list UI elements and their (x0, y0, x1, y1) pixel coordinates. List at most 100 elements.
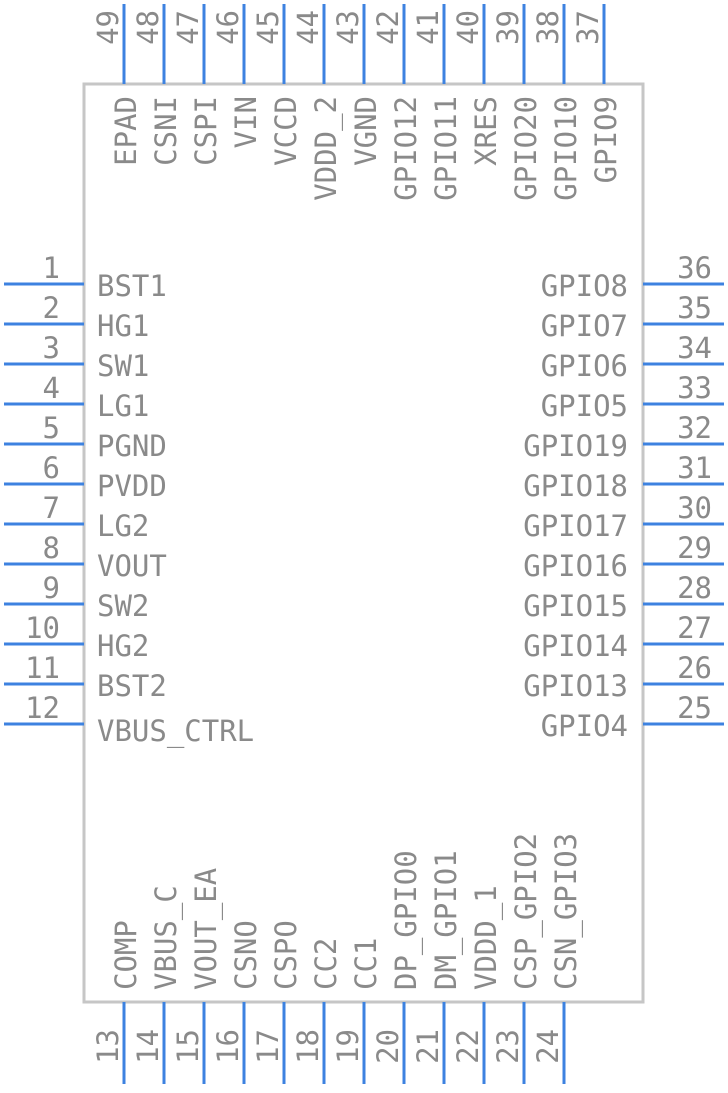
pin-label-top: CSPI (189, 96, 223, 166)
right-pin-group: 36GPIO835GPIO734GPIO633GPIO532GPIO1931GP… (523, 251, 724, 743)
pin-label-top: VIN (229, 96, 263, 148)
pin-number-top: 41 (411, 10, 445, 45)
pin-number-bottom: 16 (211, 1029, 245, 1064)
pin-label-right: GPIO7 (541, 309, 628, 343)
pin-number-left: 12 (25, 691, 60, 725)
pin-label-left: VBUS_CTRL (97, 714, 254, 749)
pin-label-top: GPIO11 (429, 96, 463, 201)
pin-number-right: 30 (677, 491, 712, 525)
pin-number-top: 42 (371, 10, 405, 45)
pin-label-bottom: COMP (109, 920, 143, 990)
pin-label-top: XRES (469, 96, 503, 166)
pin-number-bottom: 20 (371, 1029, 405, 1064)
pin-number-top: 37 (571, 10, 605, 45)
pin-number-left: 6 (43, 451, 60, 485)
pin-label-right: GPIO19 (523, 429, 628, 463)
pin-label-right: GPIO14 (523, 629, 628, 663)
pin-label-bottom: VDDD_1 (469, 885, 504, 990)
pin-label-top: VGND (349, 96, 383, 166)
pin-label-right: GPIO6 (541, 349, 628, 383)
pin-number-top: 48 (131, 10, 165, 45)
pin-number-right: 32 (677, 411, 712, 445)
pin-number-top: 49 (91, 10, 125, 45)
pin-label-top: EPAD (109, 96, 143, 166)
pin-number-left: 10 (25, 611, 60, 645)
pin-number-right: 29 (677, 531, 712, 565)
pin-number-left: 8 (43, 531, 60, 565)
pin-label-bottom: CSP_GPIO2 (509, 833, 544, 990)
pin-label-bottom: CC1 (349, 938, 383, 990)
pin-number-left: 3 (43, 331, 60, 365)
pin-label-right: GPIO8 (541, 269, 628, 303)
pin-number-left: 1 (43, 251, 60, 285)
pin-number-top: 47 (171, 10, 205, 45)
pin-label-left: LG1 (97, 389, 149, 423)
left-pin-group: 1BST12HG13SW14LG15PGND6PVDD7LG28VOUT9SW2… (4, 251, 254, 749)
pin-number-left: 9 (43, 571, 60, 605)
pin-label-bottom: CSPO (269, 920, 303, 990)
pin-number-right: 25 (677, 691, 712, 725)
pin-label-right: GPIO18 (523, 469, 628, 503)
pin-number-right: 28 (677, 571, 712, 605)
pin-number-bottom: 24 (531, 1029, 565, 1064)
pin-number-left: 11 (25, 651, 60, 685)
pin-number-bottom: 23 (491, 1029, 525, 1064)
pin-label-bottom: CC2 (309, 938, 343, 990)
pin-number-top: 43 (331, 10, 365, 45)
pin-label-left: SW1 (97, 349, 149, 383)
pin-number-right: 36 (677, 251, 712, 285)
ic-body (82, 82, 645, 1004)
pin-number-left: 7 (43, 491, 60, 525)
bottom-pin-group: 13 COMP 14 VBUS_C 15 VOUT_EA 16 CSNO 17 CSPO 18 CC2… (91, 833, 584, 1084)
pin-number-left: 4 (43, 371, 60, 405)
pin-label-bottom: DM_GPIO1 (429, 850, 464, 990)
pin-number-top: 46 (211, 10, 245, 45)
pin-number-right: 35 (677, 291, 712, 325)
pin-number-bottom: 14 (131, 1029, 165, 1064)
pin-label-top: VCCD (269, 96, 303, 166)
pin-number-top: 40 (451, 10, 485, 45)
pin-number-right: 26 (677, 651, 712, 685)
pin-label-right: GPIO5 (541, 389, 628, 423)
pin-number-right: 33 (677, 371, 712, 405)
pin-number-bottom: 18 (291, 1029, 325, 1064)
pin-label-left: SW2 (97, 589, 149, 623)
pin-label-left: HG2 (97, 629, 149, 663)
pin-number-left: 2 (43, 291, 60, 325)
pin-number-bottom: 17 (251, 1029, 285, 1064)
pin-number-bottom: 19 (331, 1029, 365, 1064)
pin-number-bottom: 21 (411, 1029, 445, 1064)
pin-label-bottom: DP_GPIO0 (389, 850, 424, 990)
pin-number-bottom: 15 (171, 1029, 205, 1064)
pin-number-top: 45 (251, 10, 285, 45)
pin-label-bottom: VBUS_C (149, 885, 184, 990)
pin-label-right: GPIO13 (523, 669, 628, 703)
pin-label-right: GPIO16 (523, 549, 628, 583)
pin-label-top: GPIO10 (549, 96, 583, 201)
pin-number-left: 5 (43, 411, 60, 445)
pin-label-left: VOUT (97, 549, 167, 583)
pin-label-top: GPIO20 (509, 96, 543, 201)
pin-label-bottom: CSN_GPIO3 (549, 833, 584, 990)
pin-number-right: 27 (677, 611, 712, 645)
pin-label-bottom: CSNO (229, 920, 263, 990)
pin-label-left: PVDD (97, 469, 167, 503)
pin-number-bottom: 22 (451, 1029, 485, 1064)
pin-number-top: 44 (291, 10, 325, 45)
pin-label-left: HG1 (97, 309, 149, 343)
pin-label-right: GPIO4 (541, 709, 628, 743)
pin-label-left: LG2 (97, 509, 149, 543)
pin-number-bottom: 13 (91, 1029, 125, 1064)
pin-label-left: BST2 (97, 669, 167, 703)
pin-number-right: 31 (677, 451, 712, 485)
pin-label-top: CSNI (149, 96, 183, 166)
pin-label-top: VDDD_2 (309, 96, 344, 201)
pin-label-top: GPIO12 (389, 96, 423, 201)
pin-label-left: PGND (97, 429, 167, 463)
pin-label-bottom: VOUT_EA (189, 868, 224, 990)
pin-number-top: 39 (491, 10, 525, 45)
pin-label-right: GPIO17 (523, 509, 628, 543)
